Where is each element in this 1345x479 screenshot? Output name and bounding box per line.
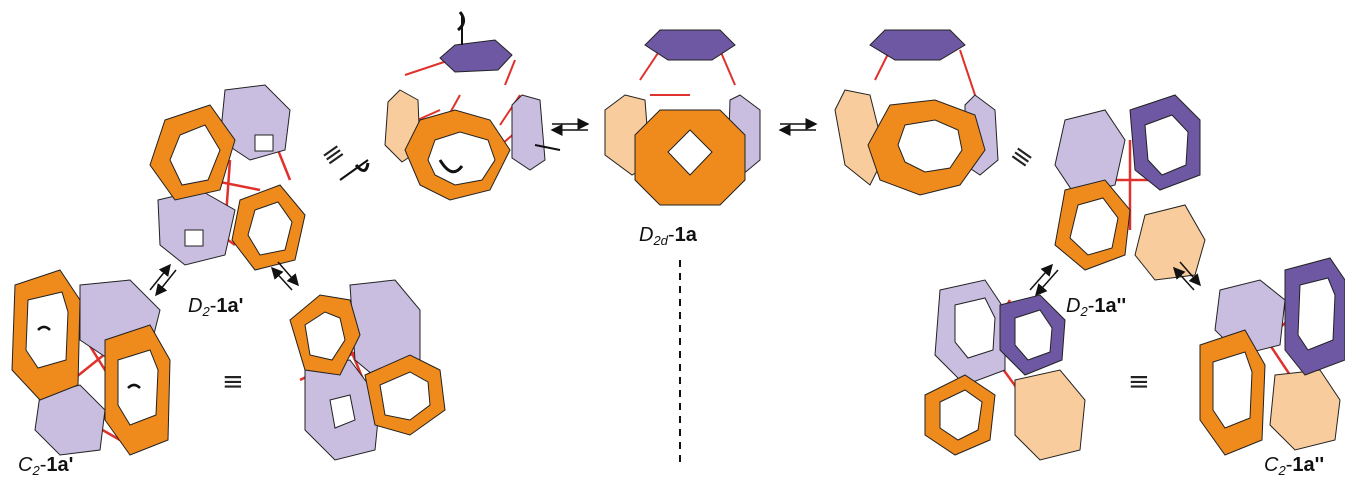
equiv-symbol-1: ≡ <box>316 136 351 173</box>
equilibrium-arrows-1 <box>550 118 590 136</box>
cage-c2-1a-double-prime <box>1199 257 1345 456</box>
equilibrium-arrows-3 <box>149 261 299 297</box>
equiv-symbol-2: ≡ <box>222 367 244 397</box>
cage-c2-1a-double-prime-alt <box>924 279 1086 461</box>
equilibrium-arrows-4 <box>1029 261 1201 297</box>
label-d2-1a-prime: D2-1a' <box>188 295 244 319</box>
cage-d2-1a-double-prime <box>1054 94 1206 281</box>
cage-d2d-rotating <box>339 11 561 201</box>
cage-c2-1a-prime <box>11 269 171 456</box>
equiv-symbol-4: ≡ <box>1128 367 1150 397</box>
label-d2d-1a: D2d-1a <box>639 224 697 248</box>
cage-d2d-right <box>834 29 999 196</box>
label-c2-1a-double-prime: C2-1a'' <box>1264 454 1325 478</box>
label-d2-1a-double-prime: D2-1a'' <box>1066 295 1127 319</box>
cage-d2d-1a <box>604 29 761 206</box>
cage-d2-1a-prime <box>149 84 306 271</box>
label-c2-1a-prime: C2-1a' <box>18 454 74 478</box>
equiv-symbol-3: ≡ <box>1004 139 1039 176</box>
cage-c2-1a-prime-alt <box>289 279 446 461</box>
equilibrium-arrows-2 <box>778 118 818 136</box>
